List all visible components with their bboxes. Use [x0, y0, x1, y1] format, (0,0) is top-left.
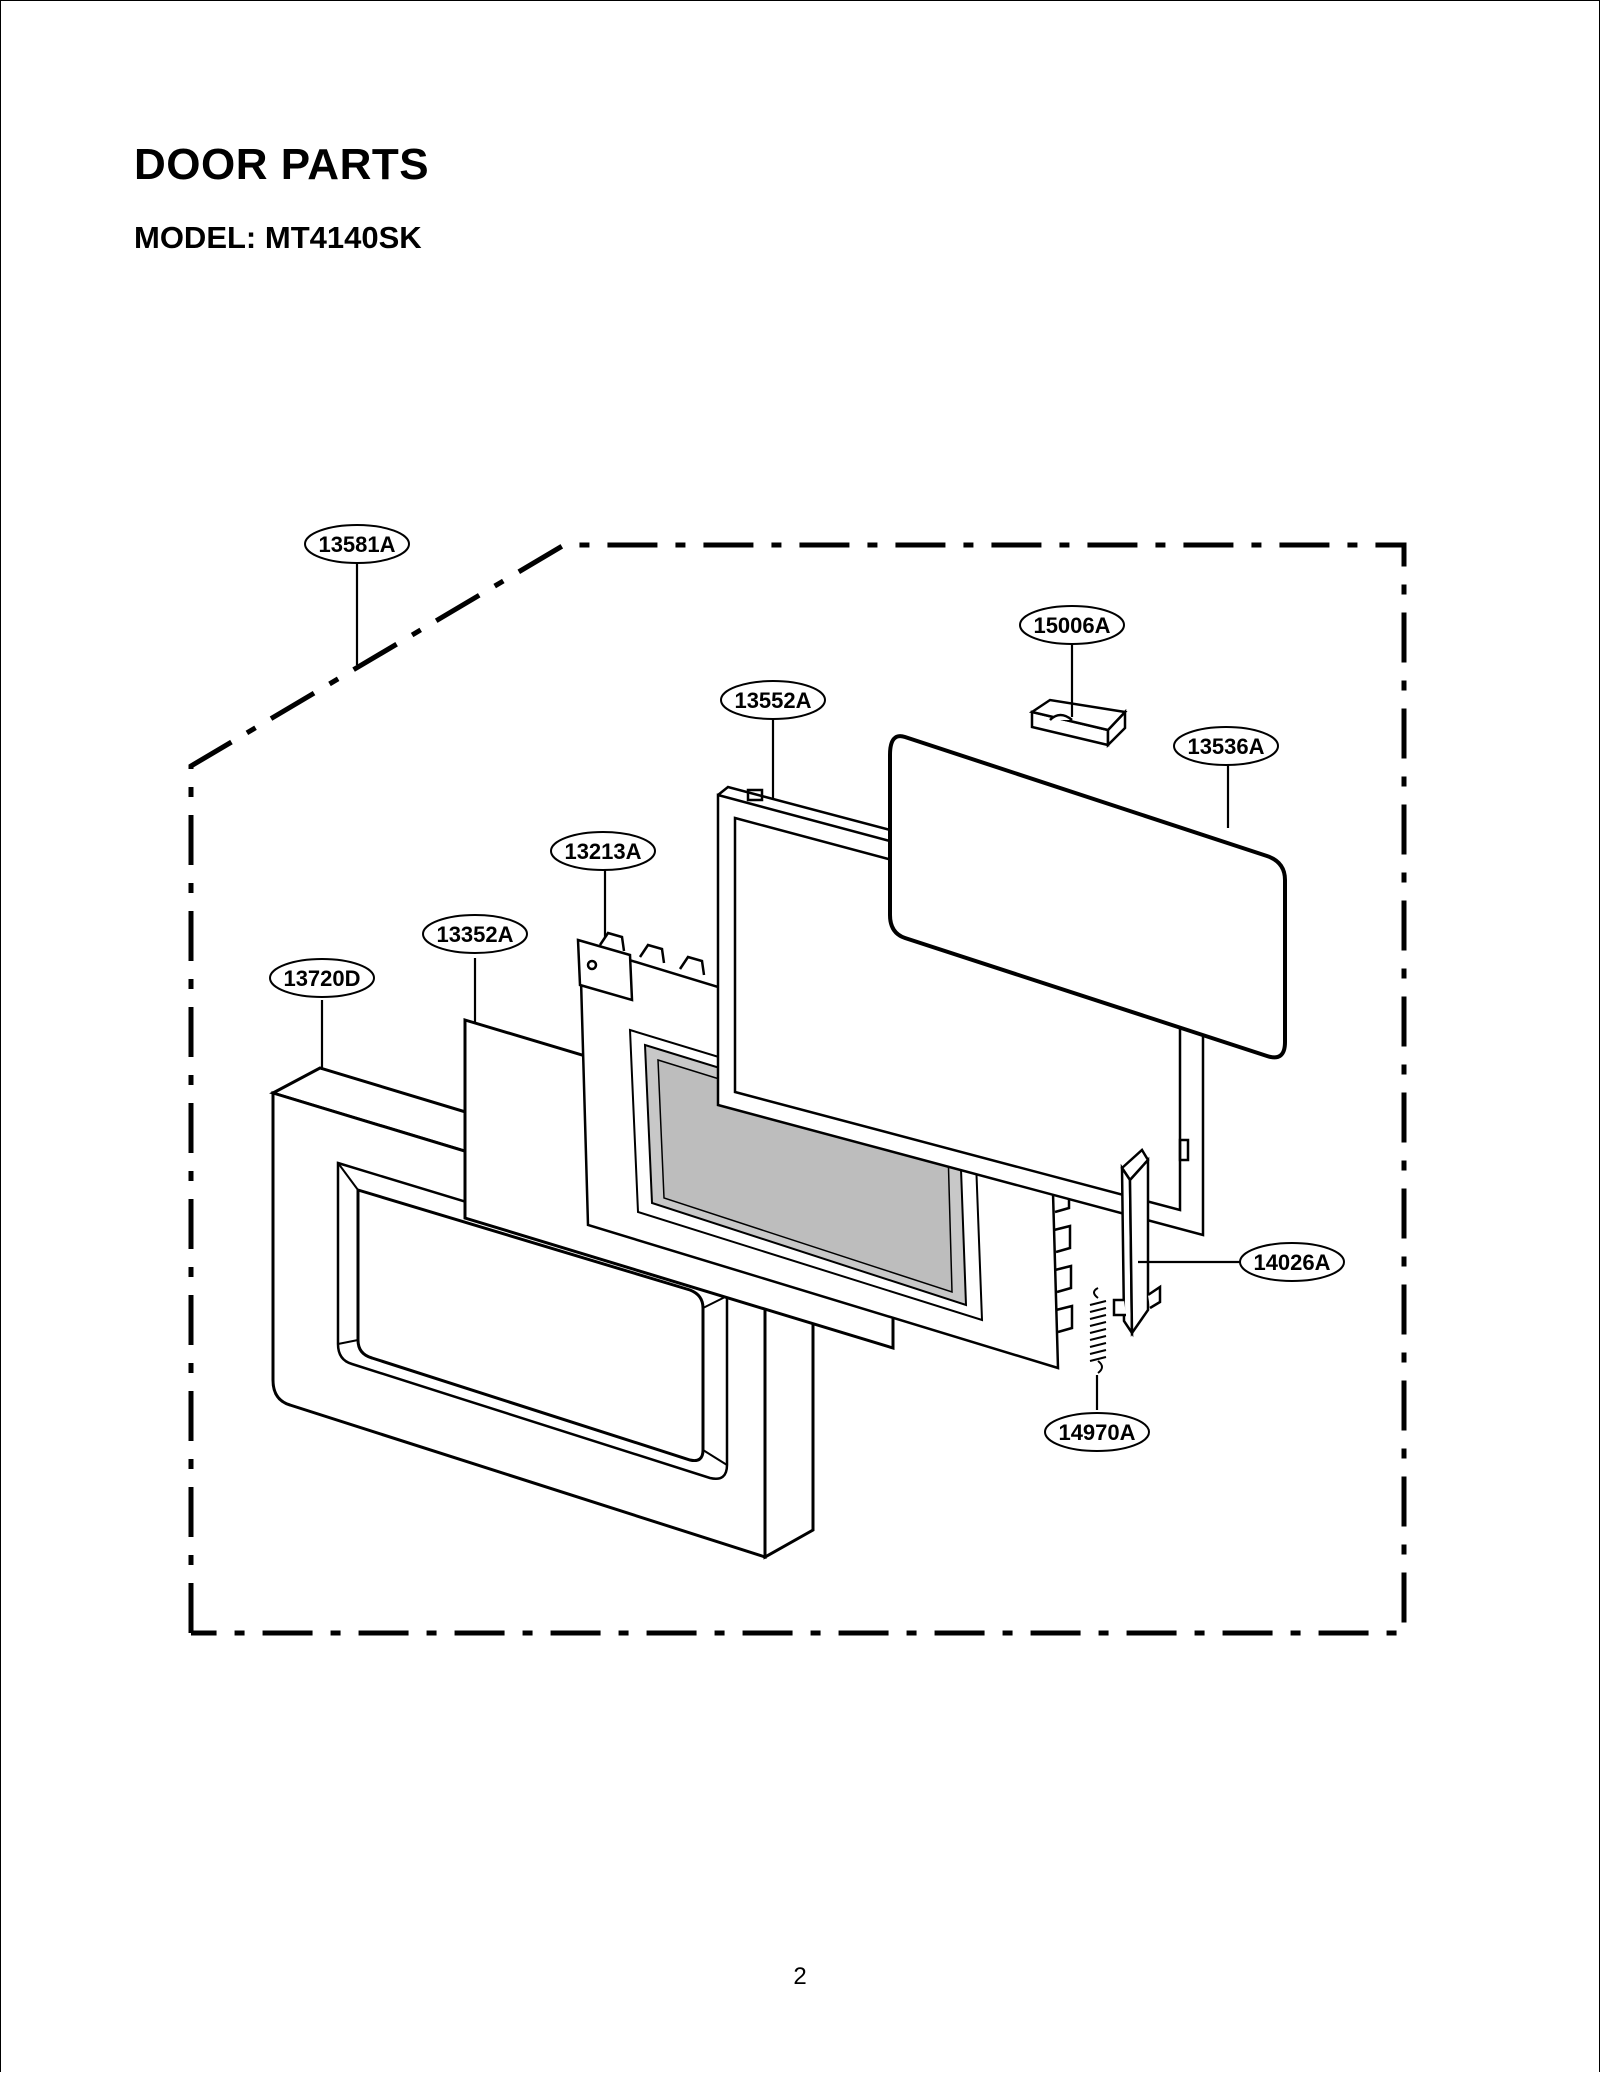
callout-13581A: 13581A — [304, 524, 410, 564]
leader-lines — [320, 563, 1240, 1410]
callout-14970A: 14970A — [1044, 1412, 1150, 1452]
part-id-label: 13536A — [1187, 734, 1264, 759]
part-id-label: 15006A — [1033, 613, 1110, 638]
model-label: MODEL: MT4140SK — [134, 220, 422, 255]
part-id-label: 14970A — [1058, 1420, 1135, 1445]
part-id-label: 13552A — [734, 688, 811, 713]
door-cover-part — [888, 734, 1287, 1060]
door-plate-part — [576, 931, 1074, 1370]
latch-lever-part — [1112, 1148, 1162, 1338]
part-id-label: 13352A — [436, 922, 513, 947]
assembly-boundary — [188, 542, 1407, 1636]
part-id-label: 13720D — [283, 966, 360, 991]
latch-hook-part — [1028, 698, 1128, 749]
page-number: 2 — [793, 1963, 807, 1990]
callout-13552A: 13552A — [720, 680, 826, 720]
spring-part — [1089, 1287, 1107, 1374]
callout-13720D: 13720D — [269, 958, 375, 998]
callout-13352A: 13352A — [422, 914, 528, 954]
callout-13213A: 13213A — [550, 831, 656, 871]
page-title: DOOR PARTS — [134, 140, 430, 189]
part-id-label: 13581A — [318, 532, 395, 557]
part-id-label: 14026A — [1253, 1250, 1330, 1275]
part-id-label: 13213A — [564, 839, 641, 864]
callout-14026A: 14026A — [1239, 1242, 1345, 1282]
callout-15006A: 15006A — [1019, 605, 1125, 645]
callout-13536A: 13536A — [1173, 726, 1279, 766]
